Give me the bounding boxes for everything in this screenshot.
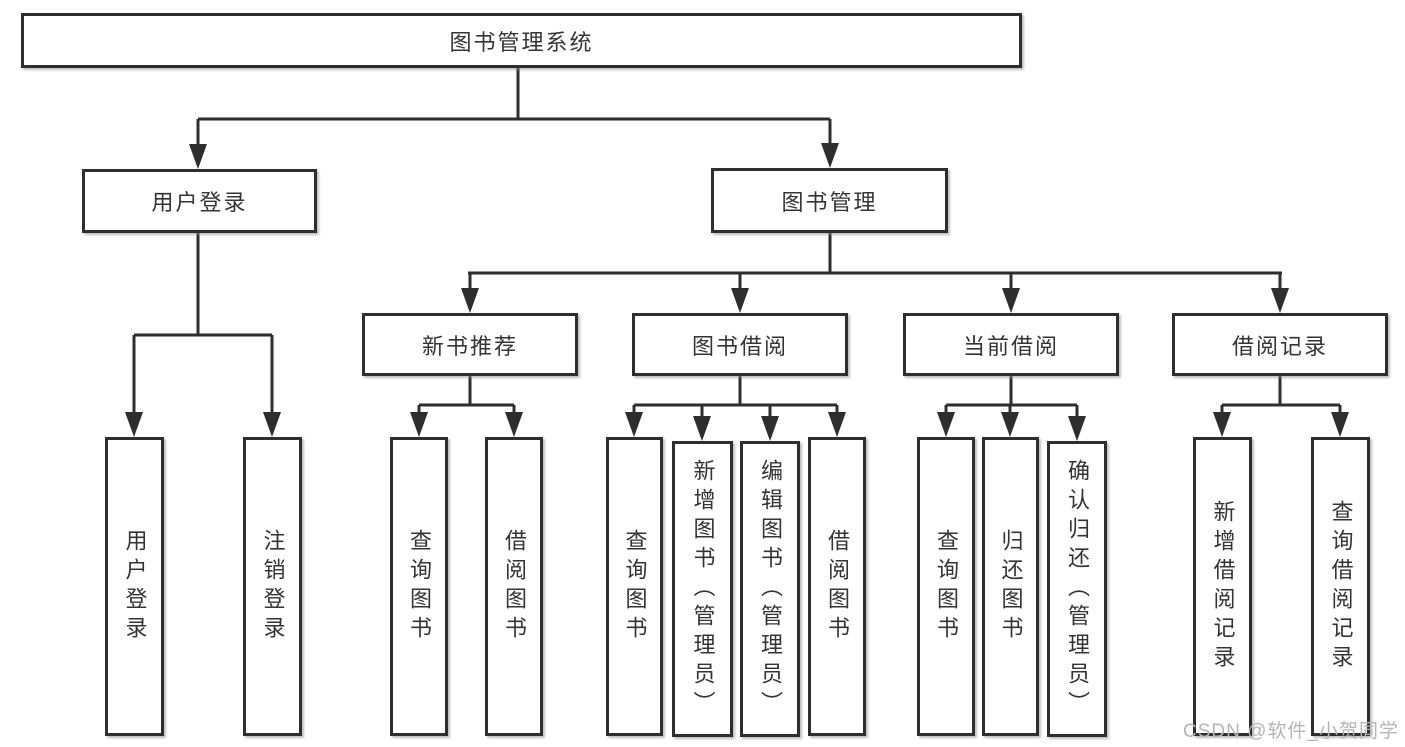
leaf-user-login: 用户登录 (105, 437, 164, 736)
node-current-borrowing: 当前借阅 (903, 313, 1119, 376)
leaf-label: 新增借阅记录 (1210, 499, 1236, 674)
node-label: 图书管理 (781, 189, 878, 215)
leaf-current-query-book: 查询图书 (917, 437, 975, 736)
leaf-label: 归还图书 (998, 528, 1024, 645)
leaf-borrowing-add-book-admin: 新增图书（管理员） (672, 441, 733, 737)
node-new-book-recommend: 新书推荐 (362, 313, 578, 376)
node-borrowing-records: 借阅记录 (1172, 313, 1388, 376)
leaf-current-confirm-return-admin: 确认归还（管理员） (1047, 441, 1107, 737)
leaf-borrowing-query-book: 查询图书 (606, 437, 663, 736)
leaf-logout: 注销登录 (243, 437, 302, 736)
node-label: 用户登录 (151, 190, 248, 215)
leaf-borrowing-borrow-book: 借阅图书 (808, 437, 866, 736)
leaf-records-query-borrow-record: 查询借阅记录 (1311, 437, 1370, 736)
node-label: 当前借阅 (962, 333, 1059, 359)
node-user-login: 用户登录 (82, 169, 317, 233)
leaf-label: 查询图书 (622, 528, 648, 645)
leaf-records-add-borrow-record: 新增借阅记录 (1193, 437, 1252, 736)
node-book-borrowing: 图书借阅 (632, 313, 848, 376)
leaf-label: 编辑图书（管理员） (758, 458, 783, 720)
leaf-label: 查询借阅记录 (1328, 499, 1354, 674)
node-label: 新书推荐 (421, 333, 518, 359)
node-library-management-system: 图书管理系统 (21, 13, 1022, 68)
leaf-label: 借阅图书 (502, 528, 527, 645)
leaf-label: 查询图书 (407, 528, 432, 645)
node-label: 借阅记录 (1231, 333, 1328, 359)
leaf-label: 确认归还（管理员） (1065, 458, 1090, 720)
leaf-label: 查询图书 (934, 528, 959, 645)
node-label: 图书管理系统 (449, 29, 594, 55)
csdn-watermark: CSDN @软件_小贺同学 (1183, 721, 1399, 742)
leaf-borrowing-edit-book-admin: 编辑图书（管理员） (740, 441, 800, 737)
leaf-label: 借阅图书 (825, 528, 850, 645)
leaf-label: 新增图书（管理员） (690, 458, 716, 720)
leaf-recommend-query-book: 查询图书 (390, 437, 448, 736)
node-label: 图书借阅 (691, 333, 788, 359)
leaf-recommend-borrow-book: 借阅图书 (485, 437, 543, 736)
leaf-label: 注销登录 (260, 528, 286, 645)
node-book-management: 图书管理 (711, 168, 948, 233)
leaf-current-return-book: 归还图书 (982, 437, 1039, 736)
leaf-label: 用户登录 (122, 528, 148, 645)
